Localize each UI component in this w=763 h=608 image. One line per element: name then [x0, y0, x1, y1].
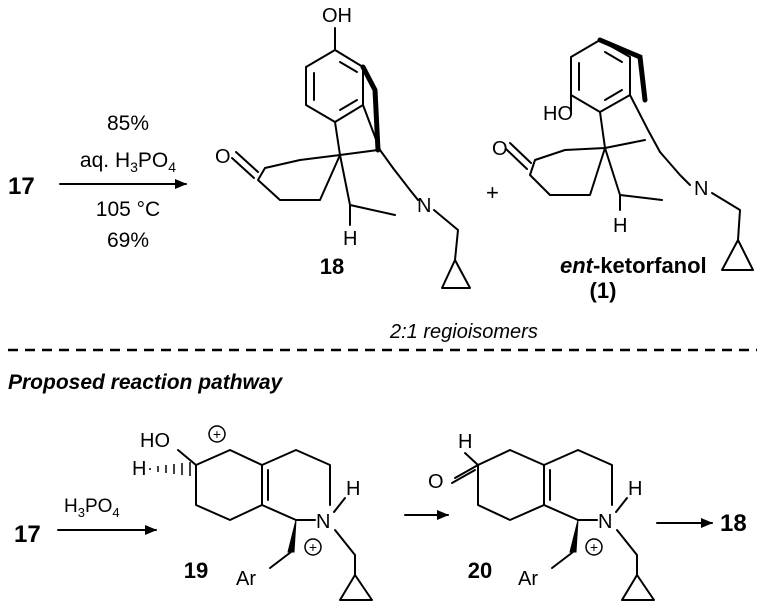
compound-17-label: 17: [8, 173, 35, 200]
atom-ho-1: HO: [543, 103, 573, 125]
atom-h-18: H: [343, 228, 357, 250]
intermediate-20-structure: H O N H + Ar 20: [428, 431, 655, 601]
atom-oh-18: OH: [322, 5, 352, 27]
atom-h-1: H: [613, 215, 627, 237]
regioisomer-ratio-note: 2:1 regioisomers: [389, 321, 538, 343]
atom-nh-19: H: [346, 478, 360, 500]
atom-n-1: N: [694, 178, 708, 200]
condition-concentration: 85%: [107, 112, 149, 135]
atom-ar-19: Ar: [236, 568, 256, 590]
compound-18-structure: OH O H N 18: [215, 5, 471, 289]
section-title: Proposed reaction pathway: [8, 371, 284, 394]
intermediate-19-label: 19: [184, 558, 208, 583]
condition-reagent: aq. H3PO4: [80, 149, 176, 175]
condition-yield: 69%: [107, 229, 149, 252]
atom-o-18: O: [215, 146, 231, 168]
carbocation-charge-19: [208, 425, 226, 443]
atom-h-top-20: H: [458, 431, 472, 453]
atom-n-19: N: [316, 511, 330, 533]
ent-ketorfanol-number: (1): [590, 278, 617, 303]
ammonium-charge-symbol-20: +: [590, 539, 598, 555]
reagent-h3po4: H3PO4: [64, 496, 120, 520]
atom-nh-20: H: [628, 478, 642, 500]
atom-ho-19: HO: [140, 430, 170, 452]
atom-h-19: H: [132, 458, 146, 480]
ammonium-charge-19: [304, 538, 322, 556]
atom-o-1: O: [492, 138, 508, 160]
atom-n-20: N: [598, 511, 612, 533]
intermediate-20-label: 20: [468, 558, 492, 583]
plus-sign: +: [486, 180, 499, 205]
atom-n-18: N: [417, 195, 431, 217]
compound-18-label: 18: [320, 254, 344, 279]
carbocation-charge-symbol-19: +: [213, 426, 221, 442]
ammonium-charge-symbol-19: +: [309, 539, 317, 555]
condition-temperature: 105 °C: [96, 198, 160, 221]
intermediate-19-structure: HO H + N H + Ar 19: [132, 425, 373, 601]
atom-ar-20: Ar: [518, 568, 538, 590]
atom-o-20: O: [428, 471, 444, 493]
compound-17-label-bottom: 17: [14, 521, 41, 548]
ent-ketorfanol-structure: HO O H N ent-ketorfanol (1): [492, 37, 754, 303]
compound-18-label-bottom: 18: [720, 510, 747, 537]
ent-ketorfanol-label: ent-ketorfanol: [560, 253, 707, 278]
ammonium-charge-20: [585, 538, 603, 556]
